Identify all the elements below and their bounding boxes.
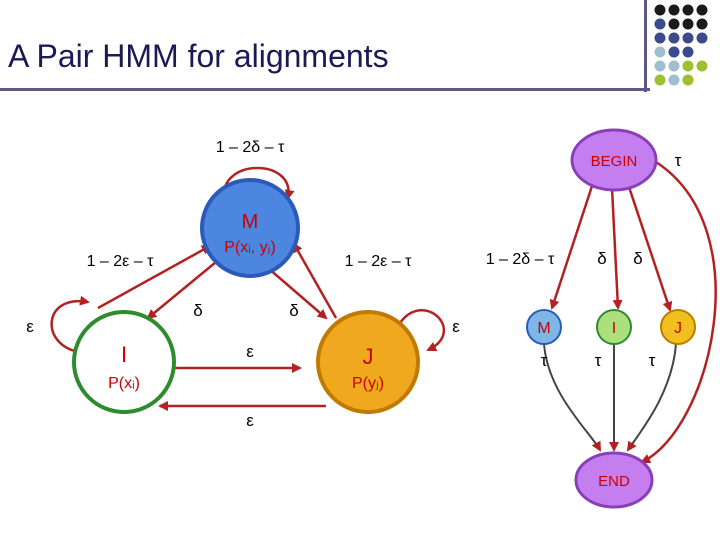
state-begin-node <box>570 128 658 192</box>
decorative-dot <box>682 46 694 58</box>
edge-j-to-m <box>292 242 338 319</box>
state-i-node <box>72 310 176 414</box>
decorative-dot <box>682 4 694 16</box>
label-begin-to-i: δ <box>597 249 606 268</box>
edge-m-to-i <box>146 261 217 320</box>
label-m-to-j: δ <box>289 301 298 320</box>
title-underline <box>0 88 650 91</box>
state-end-node <box>574 451 654 509</box>
state-i-emission: P(xᵢ) <box>108 375 140 392</box>
state-m-node <box>200 178 300 278</box>
label-begin-to-end: τ <box>675 151 682 170</box>
decorative-dot <box>654 60 666 72</box>
state-j-name: J <box>363 344 374 369</box>
decorative-dot <box>682 18 694 30</box>
label-begin-to-m: 1 – 2δ – τ <box>486 251 555 268</box>
state-j-node <box>316 310 420 414</box>
decorative-dot <box>696 32 708 44</box>
small-state-m-name: M <box>537 320 550 337</box>
decorative-dot <box>668 32 680 44</box>
decorative-dot <box>668 46 680 58</box>
label-i-to-m: 1 – 2ε – τ <box>87 253 155 270</box>
label-j-to-i: ε <box>246 411 254 430</box>
decorative-dot <box>696 60 708 72</box>
small-state-m-node <box>526 309 562 345</box>
label-i-self: ε <box>26 317 34 336</box>
decorative-dot <box>654 46 666 58</box>
edge-begin-to-end <box>640 160 717 464</box>
label-m-to-end: τ <box>541 351 548 370</box>
edge-i-self-loop <box>50 295 90 354</box>
edge-m-to-end <box>543 343 601 452</box>
decorative-dot <box>668 4 680 16</box>
small-state-j-name: J <box>674 320 682 337</box>
small-state-i-name: I <box>612 320 616 337</box>
edge-j-self-loop <box>394 308 445 352</box>
label-i-to-end: τ <box>595 351 602 370</box>
state-begin-name: BEGIN <box>591 153 638 170</box>
state-end-name: END <box>598 473 630 490</box>
label-m-to-i: δ <box>193 301 202 320</box>
label-j-to-m: 1 – 2ε – τ <box>345 253 413 270</box>
decorative-dot <box>682 60 694 72</box>
decorative-dot <box>696 18 708 30</box>
decorative-dot-grid <box>654 4 708 86</box>
state-m-name: M <box>242 211 259 233</box>
state-i-name: I <box>121 342 127 367</box>
label-i-to-j: ε <box>246 342 254 361</box>
decorative-dot <box>654 18 666 30</box>
decorative-dot <box>668 18 680 30</box>
decorative-dot <box>696 4 708 16</box>
decorative-dot <box>682 74 694 86</box>
edge-begin-to-m <box>549 179 596 310</box>
edge-m-to-j <box>267 267 328 320</box>
title-vertical-rule <box>644 0 647 92</box>
label-m-self: 1 – 2δ – τ <box>216 139 285 156</box>
state-m-emission: P(xᵢ, yⱼ) <box>224 239 276 256</box>
decorative-dot <box>654 4 666 16</box>
label-begin-to-j: δ <box>633 249 642 268</box>
label-j-self: ε <box>452 317 460 336</box>
small-state-j-node <box>660 309 696 345</box>
decorative-dot <box>682 32 694 44</box>
slide-title: A Pair HMM for alignments <box>8 38 389 74</box>
edge-i-to-m <box>97 244 212 310</box>
decorative-dot <box>668 74 680 86</box>
edge-j-to-end <box>626 343 677 452</box>
decorative-dot <box>654 74 666 86</box>
edge-begin-to-j <box>626 183 673 312</box>
label-j-to-end: τ <box>649 351 656 370</box>
decorative-dot <box>668 60 680 72</box>
state-j-emission: P(yⱼ) <box>352 375 384 392</box>
small-state-i-node <box>596 309 632 345</box>
decorative-dot <box>654 32 666 44</box>
edge-begin-to-i <box>610 187 623 310</box>
